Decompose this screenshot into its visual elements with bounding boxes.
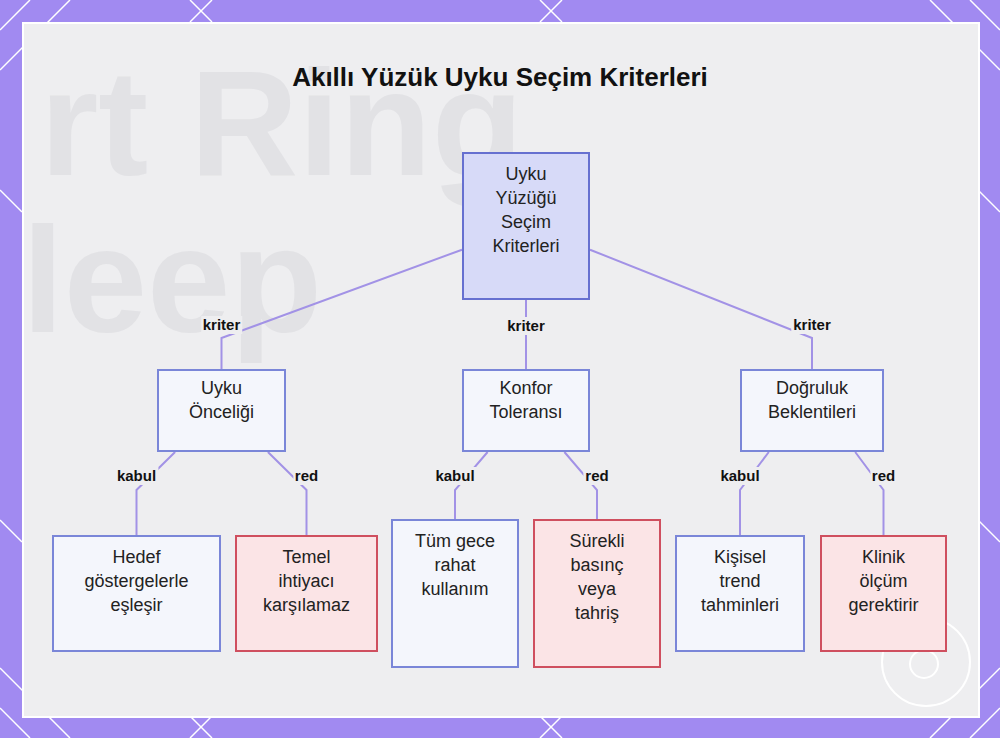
connector: [268, 452, 307, 535]
reject-box: Temel ihtiyacı karşılamaz: [235, 535, 378, 652]
criteria-box: Hedef göstergelerle eşleşir: [52, 535, 221, 652]
node-text: Uyku Önceliği: [179, 376, 264, 424]
connector: [455, 452, 488, 519]
criteria-box: Doğruluk Beklentileri: [740, 369, 884, 452]
reject-box: Sürekli basınç veya tahriş: [533, 519, 661, 668]
edge-label: red: [870, 467, 897, 485]
node-text: Konfor Toleransı: [478, 376, 574, 424]
node-text: Kişisel trend tahminleri: [695, 545, 785, 617]
reject-box: Klinik ölçüm gerektirir: [820, 535, 947, 652]
connector: [137, 452, 176, 535]
connector: [590, 250, 812, 369]
connector: [222, 250, 463, 369]
edge-label: kriter: [791, 316, 833, 334]
edge-label: red: [293, 467, 320, 485]
node-text: Hedef göstergelerle eşleşir: [72, 545, 201, 617]
node-text: Uyku Yüzüğü Seçim Kriterleri: [482, 162, 570, 258]
criteria-box: Konfor Toleransı: [462, 369, 590, 452]
connector: [564, 452, 597, 519]
node-text: Temel ihtiyacı karşılamaz: [255, 545, 358, 617]
connector: [740, 452, 769, 535]
criteria-box: Uyku Önceliği: [157, 369, 286, 452]
node-text: Tüm gece rahat kullanım: [413, 529, 497, 601]
edge-label: kriter: [505, 317, 547, 335]
diagram-title: Akıllı Yüzük Uyku Seçim Kriterleri: [0, 62, 1000, 93]
edge-label: kriter: [201, 316, 243, 334]
edge-label: red: [583, 467, 610, 485]
edge-label: kabul: [433, 467, 476, 485]
node-text: Sürekli basınç veya tahriş: [557, 529, 637, 625]
watermark: leep: [22, 205, 322, 355]
edge-label: kabul: [718, 467, 761, 485]
connector: [855, 452, 883, 535]
connector: [525, 300, 527, 369]
criteria-box: Kişisel trend tahminleri: [675, 535, 805, 652]
root-box: Uyku Yüzüğü Seçim Kriterleri: [462, 152, 590, 300]
edge-label: kabul: [115, 467, 158, 485]
node-text: Klinik ölçüm gerektirir: [840, 545, 927, 617]
node-text: Doğruluk Beklentileri: [758, 376, 866, 424]
criteria-box: Tüm gece rahat kullanım: [391, 519, 519, 668]
